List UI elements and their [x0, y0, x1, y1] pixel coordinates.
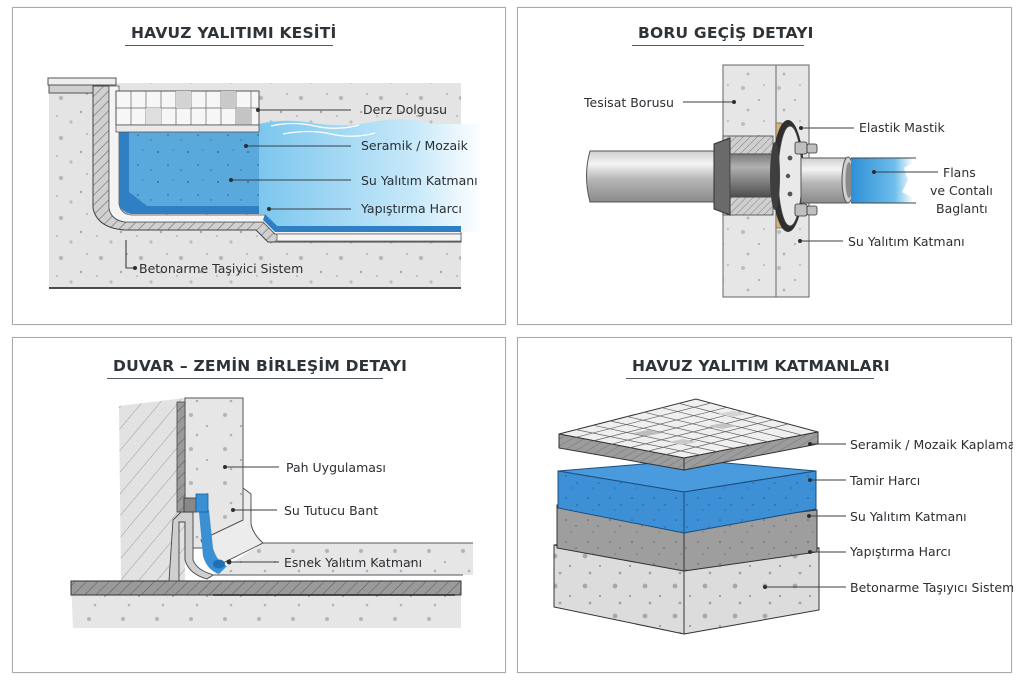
label-layer-5: Betonarme Taşıyıcı Sistem	[850, 580, 1013, 595]
panel-title: HAVUZ YALITIM KATMANLARI	[626, 357, 890, 379]
label-structure: Betonarme Taşiyici Sistem	[139, 261, 303, 276]
label-adhesive: Yapıştırma Harcı	[360, 201, 462, 216]
label-layer-1: Seramik / Mozaik Kaplama	[850, 437, 1013, 452]
panel-pipe-penetration: BORU GEÇİŞ DETAYI	[517, 7, 1012, 325]
flexible-membrane	[199, 510, 227, 574]
label-layer-2: Tamir Harcı	[849, 473, 920, 488]
wall-floor-joint-diagram: Pah Uygulaması Su Tutucu Bant Esnek Yalı…	[70, 397, 473, 628]
pool-water	[259, 119, 483, 232]
label-grout: Derz Dolgusu	[363, 102, 447, 117]
label-flexible: Esnek Yalıtım Katmanı	[284, 555, 422, 570]
water-flow	[851, 158, 913, 203]
label-layer-4: Yapıştırma Harcı	[849, 544, 951, 559]
label-flange-3: Baglantı	[936, 201, 988, 216]
panel-title: HAVUZ YALITIMI KESİTİ	[125, 24, 336, 46]
panel-title: BORU GEÇİŞ DETAYI	[632, 24, 813, 46]
label-layer-3: Su Yalıtım Katmanı	[850, 509, 967, 524]
tile-grid	[575, 402, 803, 456]
waterproofing-layer	[129, 132, 259, 206]
bolts	[794, 141, 818, 217]
pipe-penetration-diagram: Tesisat Borusu Elastik Mastik Flans ve C…	[583, 64, 993, 298]
concrete-wall	[184, 397, 244, 549]
label-waterproofing: Su Yalıtım Katmanı	[848, 234, 965, 249]
label-waterproofing: Su Yalıtım Katmanı	[361, 173, 478, 188]
panel-pool-section: HAVUZ YALITIMI KESİTİ	[12, 7, 506, 325]
pool-section-diagram: Derz Dolgusu Seramik / Mozaik Su Yalıtım…	[47, 77, 483, 289]
label-flange-2: ve Contalı	[930, 183, 993, 198]
label-mastic: Elastik Mastik	[859, 120, 945, 135]
panel-title: DUVAR – ZEMİN BİRLEŞİM DETAYI	[107, 357, 407, 379]
label-pipe: Tesisat Borusu	[583, 95, 674, 110]
panel-wall-floor-joint: DUVAR – ZEMİN BİRLEŞİM DETAYI	[12, 337, 506, 673]
label-waterstop: Su Tutucu Bant	[284, 503, 378, 518]
installation-pipe	[586, 150, 719, 203]
label-flange-1: Flans	[943, 165, 976, 180]
label-chamfer: Pah Uygulaması	[286, 460, 386, 475]
pool-layers-diagram: Seramik / Mozaik Kaplama Tamir Harcı Su …	[553, 398, 1013, 635]
layer-ceramic-tile	[558, 398, 819, 471]
tile-grid	[115, 90, 260, 133]
waterstop-band	[183, 497, 197, 513]
floor-slab	[70, 580, 462, 596]
soil-backfill	[119, 398, 185, 581]
chamfer	[200, 487, 264, 569]
label-tile: Seramik / Mozaik	[361, 138, 469, 153]
panel-pool-layers: HAVUZ YALITIM KATMANLARI	[517, 337, 1013, 673]
